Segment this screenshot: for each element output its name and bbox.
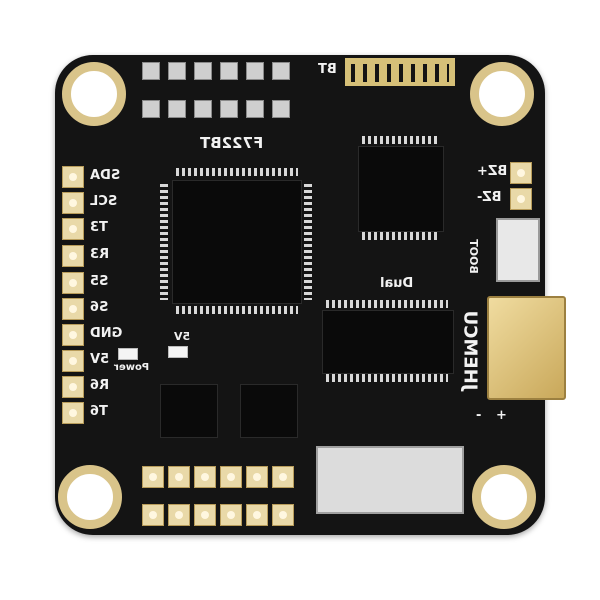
- pad-sda: [62, 166, 84, 188]
- label-t3: T3: [90, 220, 108, 235]
- pad-s6: [62, 298, 84, 320]
- label-bz-plus: BZ+: [477, 164, 508, 179]
- mcu-pins-bottom: [176, 306, 298, 314]
- baro-chip: [160, 384, 218, 438]
- mounting-hole-top-right: [470, 62, 534, 126]
- mcu-pins-right: [304, 184, 312, 300]
- top-pad: [220, 62, 238, 80]
- label-r6: R6: [90, 378, 110, 393]
- gyro-chip: [358, 146, 444, 232]
- label-gnd: GND: [90, 326, 123, 341]
- top-pad: [246, 62, 264, 80]
- osd-chip: [322, 310, 454, 374]
- label-scl: SCL: [90, 194, 118, 209]
- top-pad: [194, 100, 212, 118]
- mounting-hole-bottom-left: [58, 465, 122, 529]
- bottom-pad: [168, 504, 190, 526]
- bottom-pad: [142, 504, 164, 526]
- pad-5v: [62, 350, 84, 372]
- gyro-pins-top: [362, 136, 438, 144]
- power-led: [118, 348, 138, 360]
- top-pad: [142, 62, 160, 80]
- top-pad: [168, 62, 186, 80]
- bottom-pad: [272, 466, 294, 488]
- pad-t6: [62, 402, 84, 424]
- pad-bz-plus: [510, 162, 532, 184]
- boot-button[interactable]: [496, 218, 540, 282]
- mcu-chip: [172, 180, 302, 304]
- polarity-minus: -: [476, 408, 482, 423]
- bt-label: BT: [318, 62, 337, 77]
- label-s5: S5: [90, 274, 109, 289]
- label-t6: T6: [90, 404, 108, 419]
- mounting-hole-bottom-right: [472, 465, 536, 529]
- pad-gnd: [62, 324, 84, 346]
- dual-label: Dual: [380, 276, 414, 291]
- top-pad: [272, 62, 290, 80]
- bottom-pad: [246, 466, 268, 488]
- label-sda: SDA: [90, 168, 121, 183]
- bottom-pad: [194, 504, 216, 526]
- brand-label: JHEMCU: [459, 310, 481, 391]
- bluetooth-antenna: [345, 58, 455, 86]
- bottom-pad: [220, 466, 242, 488]
- polarity-plus: +: [496, 408, 507, 423]
- pad-bz-minus: [510, 188, 532, 210]
- pad-r3: [62, 245, 84, 267]
- 5v-label: 5V: [174, 330, 191, 343]
- label-s6: S6: [90, 300, 109, 315]
- bottom-pad: [246, 504, 268, 526]
- top-pad: [194, 62, 212, 80]
- gyro-pins-bottom: [362, 232, 438, 240]
- osd-pins-bottom: [326, 374, 448, 382]
- pad-r6: [62, 376, 84, 398]
- bottom-pad: [142, 466, 164, 488]
- top-pad: [142, 100, 160, 118]
- pad-scl: [62, 192, 84, 214]
- model-label: F722BT: [200, 134, 264, 152]
- label-bz-minus: BZ-: [477, 190, 502, 205]
- top-pad: [168, 100, 186, 118]
- jst-connector[interactable]: [316, 446, 464, 514]
- label-5v: 5V: [90, 352, 110, 367]
- top-pad: [246, 100, 264, 118]
- label-r3: R3: [90, 247, 110, 262]
- micro-usb-port[interactable]: [487, 296, 566, 400]
- mounting-hole-top-left: [62, 62, 126, 126]
- mcu-pins-top: [176, 168, 298, 176]
- top-pad: [220, 100, 238, 118]
- bottom-pad: [168, 466, 190, 488]
- osd-pins-top: [326, 300, 448, 308]
- top-pad: [272, 100, 290, 118]
- pad-s5: [62, 272, 84, 294]
- bottom-pad: [194, 466, 216, 488]
- bottom-pad: [272, 504, 294, 526]
- flash-chip: [240, 384, 298, 438]
- bottom-pad: [220, 504, 242, 526]
- pad-t3: [62, 218, 84, 240]
- boot-label: BOOT: [466, 239, 480, 274]
- power-label: Power: [114, 362, 150, 373]
- mcu-pins-left: [160, 184, 168, 300]
- 5v-led: [168, 346, 188, 358]
